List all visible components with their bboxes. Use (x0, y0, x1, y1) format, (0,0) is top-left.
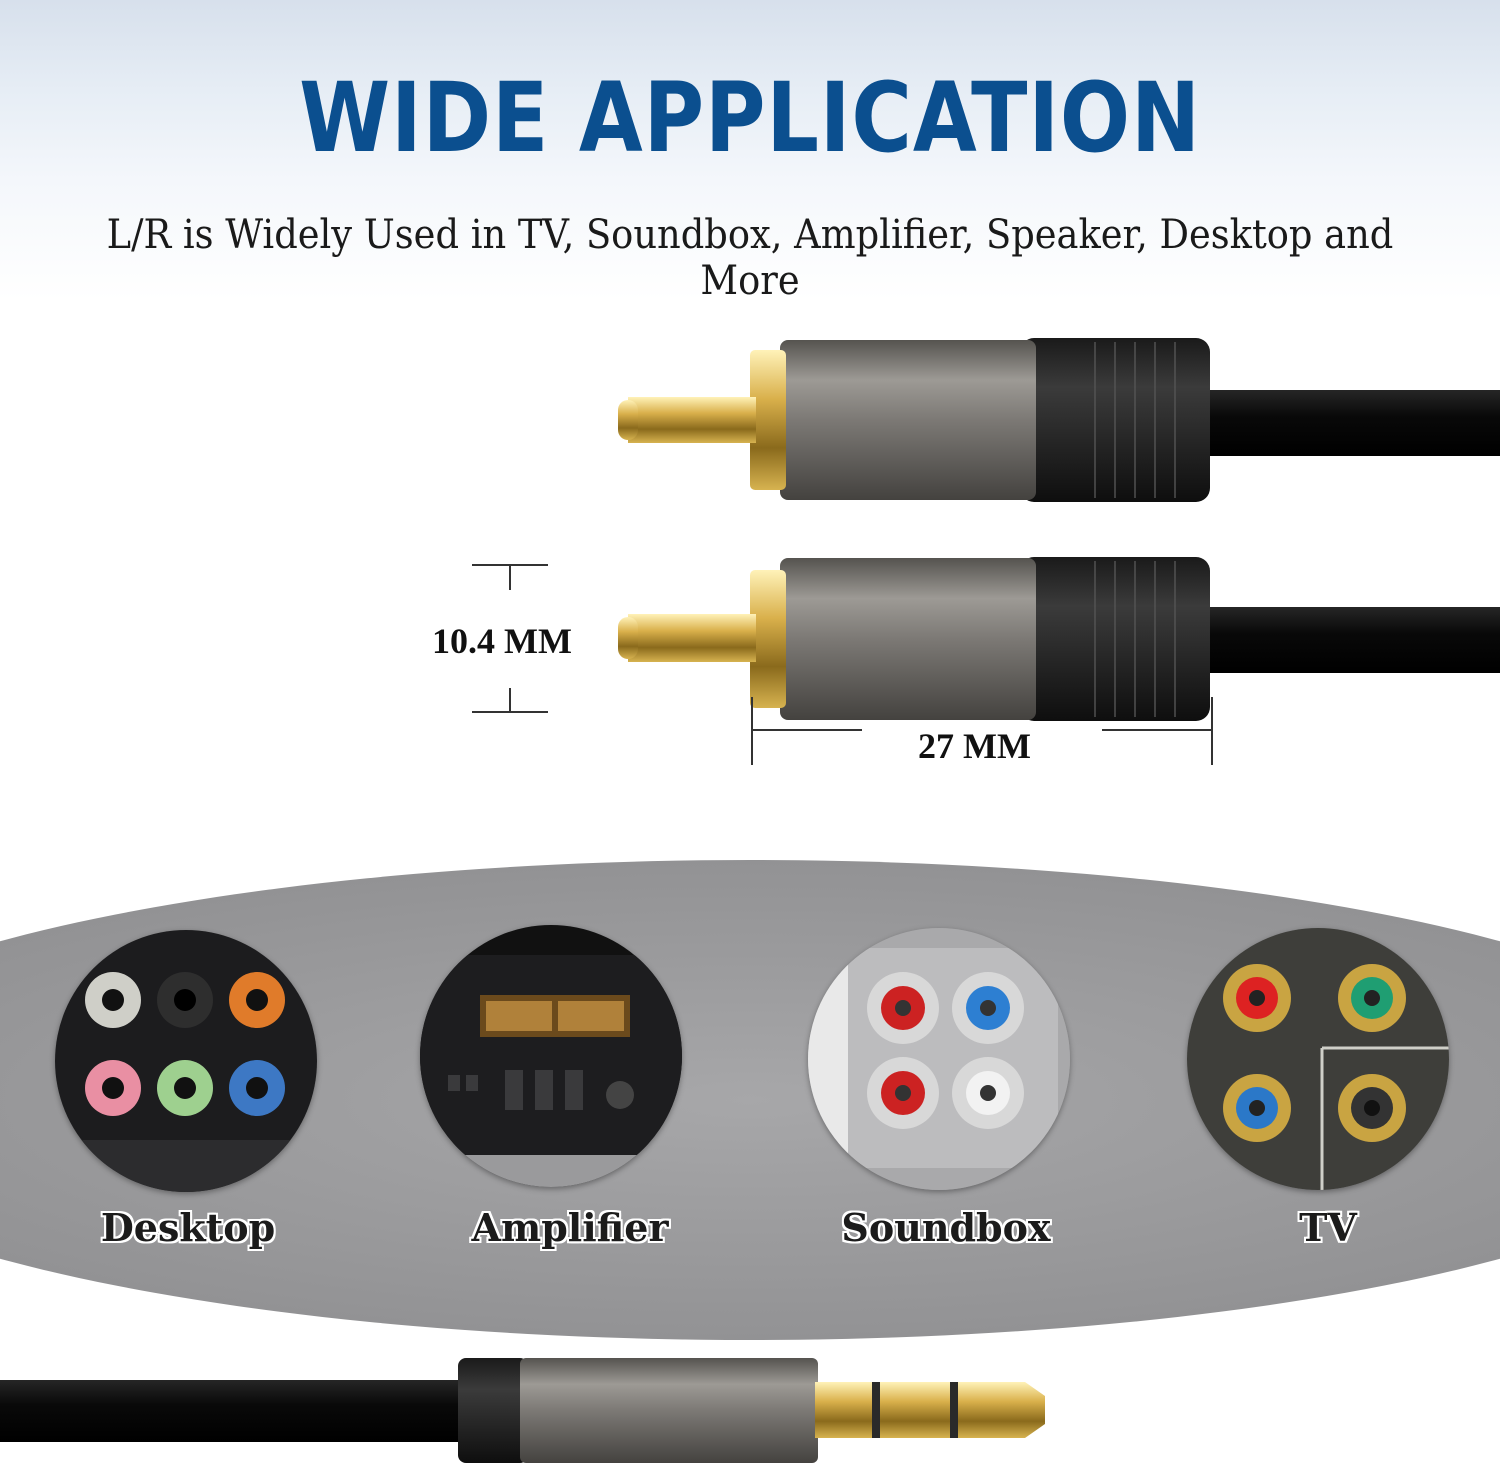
length-guide (751, 697, 1213, 765)
desktop-photo (55, 930, 317, 1192)
desktop-label: Desktop (100, 1205, 276, 1250)
length-label: 27 MM (918, 726, 1031, 766)
rca-plug-top (618, 338, 1500, 502)
application-band (0, 860, 1500, 1340)
tv-photo (1187, 928, 1449, 1190)
rca-plug-bottom (618, 557, 1500, 721)
amplifier-label: Amplifier (471, 1205, 669, 1250)
tv-label: TV (1299, 1205, 1357, 1250)
sky-background (0, 0, 1500, 300)
diameter-label: 10.4 MM (432, 621, 572, 661)
soundbox-photo (808, 928, 1070, 1190)
aux-plug (0, 1358, 1045, 1463)
amplifier-photo (420, 925, 682, 1187)
page-subline: L/R is Widely Used in TV, Soundbox, Ampl… (106, 212, 1394, 304)
soundbox-label: Soundbox (841, 1205, 1051, 1250)
diameter-guide (472, 564, 548, 713)
page-headline: WIDE APPLICATION (299, 62, 1201, 174)
